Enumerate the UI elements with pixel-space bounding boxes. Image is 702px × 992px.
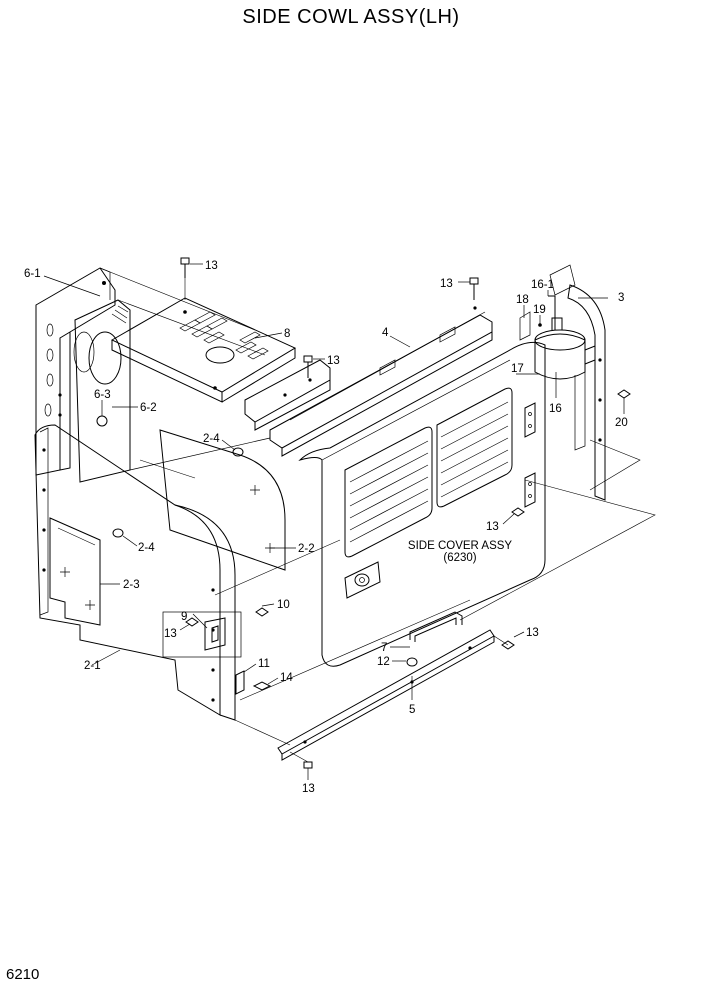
callout-2-4: 2-4 — [138, 542, 155, 554]
callout-13: 13 — [164, 628, 177, 640]
assembly-lines — [99, 267, 656, 763]
callout-16: 16 — [549, 403, 562, 415]
callout-6-3: 6-3 — [94, 389, 111, 401]
callout-9: 9 — [181, 611, 187, 623]
sub-assembly-ref: (6230) — [443, 552, 476, 564]
diagram-title: SIDE COWL ASSY(LH) — [242, 6, 460, 28]
callout-2-4: 2-4 — [203, 433, 220, 445]
callout-12: 12 — [377, 656, 390, 668]
callout-10: 10 — [277, 599, 290, 611]
handle-7 — [409, 611, 463, 642]
louver-left — [344, 426, 433, 558]
callout-19: 19 — [533, 304, 546, 316]
callout-18: 18 — [516, 294, 529, 306]
support-bracket — [244, 359, 331, 431]
sub-assembly-label: SIDE COVER ASSY — [408, 540, 513, 552]
callout-17: 17 — [511, 363, 524, 375]
rail-4 — [269, 306, 493, 457]
insulation-pad-2-3 — [49, 517, 101, 626]
callout-7: 7 — [381, 642, 387, 654]
side-panel-2-1 — [34, 424, 236, 721]
hinge-upper — [524, 402, 536, 438]
hardware — [96, 257, 631, 769]
callout-16-1: 16-1 — [531, 279, 554, 291]
callout-20: 20 — [615, 417, 628, 429]
callout-6-1: 6-1 — [24, 268, 41, 280]
side-cover-body — [298, 341, 546, 667]
louver-right — [436, 387, 513, 508]
leader-lines — [43, 263, 625, 780]
latch-box — [162, 611, 242, 658]
hinge-lower — [524, 472, 536, 508]
callout-5: 5 — [409, 704, 415, 716]
callout-4: 4 — [382, 327, 389, 339]
callout-labels: 13 6-1 8 13 13 16-1 18 19 3 4 17 16 20 6… — [24, 260, 628, 795]
callout-8: 8 — [284, 328, 290, 340]
right-frame-3 — [549, 264, 606, 501]
callout-11: 11 — [258, 658, 270, 670]
callout-2-1: 2-1 — [84, 660, 101, 672]
callout-13: 13 — [440, 278, 453, 290]
callout-2-2: 2-2 — [298, 543, 315, 555]
insulation-pad-2-2 — [159, 429, 286, 571]
callout-2-3: 2-3 — [123, 579, 140, 591]
callout-13: 13 — [205, 260, 218, 272]
callout-13: 13 — [526, 627, 539, 639]
page-number: 6210 — [6, 966, 40, 983]
callout-13: 13 — [486, 521, 499, 533]
callout-14: 14 — [280, 672, 293, 684]
rear-frame-6-1 — [35, 267, 116, 476]
reservoir-tank-16 — [519, 295, 596, 380]
callout-13: 13 — [327, 355, 340, 367]
callout-13: 13 — [302, 783, 315, 795]
callout-6-2: 6-2 — [140, 402, 157, 414]
lock-plate — [344, 561, 381, 599]
callout-3: 3 — [618, 292, 624, 304]
top-plate-8 — [110, 297, 297, 403]
